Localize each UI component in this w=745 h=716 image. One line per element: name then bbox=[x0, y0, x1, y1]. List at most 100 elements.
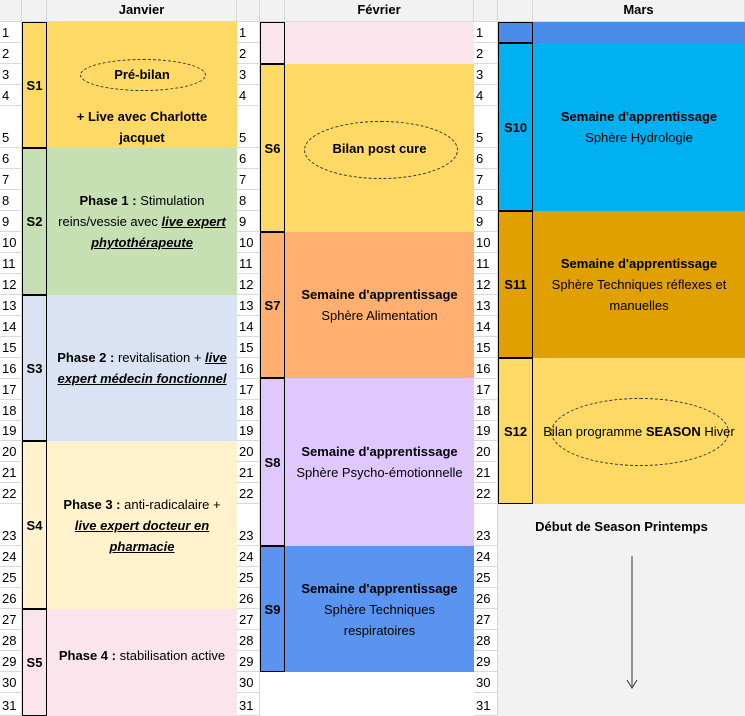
row-number[interactable]: 19 bbox=[237, 421, 260, 441]
row-number[interactable]: 18 bbox=[0, 400, 22, 421]
row-number[interactable]: 9 bbox=[237, 211, 260, 232]
row-number[interactable]: 13 bbox=[474, 295, 498, 316]
row-number[interactable]: 31 bbox=[0, 693, 22, 716]
week-label-s11[interactable]: S11 bbox=[498, 211, 533, 358]
row-number[interactable]: 12 bbox=[474, 274, 498, 295]
row-number[interactable]: 17 bbox=[0, 379, 22, 400]
row-number[interactable]: 27 bbox=[237, 609, 260, 630]
row-number[interactable]: 15 bbox=[0, 337, 22, 358]
row-number[interactable]: 5 bbox=[474, 106, 498, 148]
row-number[interactable]: 6 bbox=[0, 148, 22, 169]
week-label-s4[interactable]: S4 bbox=[22, 441, 47, 609]
row-number[interactable]: 24 bbox=[0, 546, 22, 567]
row-number[interactable]: 15 bbox=[474, 337, 498, 358]
row-number[interactable]: 1 bbox=[237, 22, 260, 43]
row-number[interactable]: 28 bbox=[474, 630, 498, 651]
row-number[interactable]: 21 bbox=[237, 462, 260, 483]
row-number[interactable]: 23 bbox=[237, 504, 260, 546]
header-mars[interactable]: Mars bbox=[533, 0, 745, 22]
row-number[interactable]: 20 bbox=[0, 441, 22, 462]
row-number[interactable]: 19 bbox=[0, 421, 22, 441]
row-number[interactable]: 17 bbox=[474, 379, 498, 400]
row-number[interactable]: 27 bbox=[474, 609, 498, 630]
row-number[interactable]: 20 bbox=[474, 441, 498, 462]
row-number[interactable]: 1 bbox=[474, 22, 498, 43]
s12-cell[interactable]: Bilan programme SEASON Hiver bbox=[533, 358, 745, 504]
row-number[interactable]: 30 bbox=[474, 672, 498, 693]
row-number[interactable]: 8 bbox=[0, 190, 22, 211]
row-number[interactable]: 8 bbox=[237, 190, 260, 211]
row-number[interactable]: 3 bbox=[237, 64, 260, 85]
week-label-s10[interactable]: S10 bbox=[498, 43, 533, 211]
row-number[interactable]: 31 bbox=[474, 693, 498, 716]
week-label-s9[interactable]: S9 bbox=[260, 546, 285, 672]
row-number[interactable]: 24 bbox=[474, 546, 498, 567]
week-label-s7[interactable]: S7 bbox=[260, 232, 285, 378]
row-number[interactable]: 7 bbox=[237, 169, 260, 190]
row-number[interactable]: 29 bbox=[237, 651, 260, 672]
week-label-s8[interactable]: S8 bbox=[260, 378, 285, 546]
row-number[interactable]: 22 bbox=[237, 483, 260, 504]
s11-cell[interactable]: Semaine d'apprentissage Sphère Technique… bbox=[533, 211, 745, 358]
row-number[interactable]: 26 bbox=[474, 588, 498, 609]
mar-top-label[interactable] bbox=[498, 22, 533, 43]
row-number[interactable]: 4 bbox=[237, 85, 260, 106]
row-number[interactable]: 30 bbox=[237, 672, 260, 693]
row-number[interactable]: 5 bbox=[0, 106, 22, 148]
row-number[interactable]: 12 bbox=[0, 274, 22, 295]
s10-cell[interactable]: Semaine d'apprentissage Sphère Hydrologi… bbox=[533, 43, 745, 211]
row-number[interactable]: 16 bbox=[474, 358, 498, 379]
row-number[interactable]: 25 bbox=[237, 567, 260, 588]
row-number[interactable]: 22 bbox=[474, 483, 498, 504]
row-number[interactable]: 25 bbox=[474, 567, 498, 588]
s8-cell[interactable]: Semaine d'apprentissage Sphère Psycho-ém… bbox=[285, 378, 474, 546]
row-number[interactable]: 23 bbox=[474, 504, 498, 546]
row-number[interactable]: 31 bbox=[237, 693, 260, 716]
row-number[interactable]: 13 bbox=[0, 295, 22, 316]
row-number[interactable]: 14 bbox=[0, 316, 22, 337]
row-number[interactable]: 9 bbox=[0, 211, 22, 232]
row-number[interactable]: 26 bbox=[0, 588, 22, 609]
row-number[interactable]: 29 bbox=[0, 651, 22, 672]
feb-top-label[interactable] bbox=[260, 22, 285, 64]
week-label-s6[interactable]: S6 bbox=[260, 64, 285, 232]
s5-cell[interactable]: Phase 4 : stabilisation active bbox=[47, 609, 237, 716]
row-number[interactable]: 9 bbox=[474, 211, 498, 232]
row-number[interactable]: 11 bbox=[0, 253, 22, 274]
row-number[interactable]: 19 bbox=[474, 421, 498, 441]
row-number[interactable]: 28 bbox=[0, 630, 22, 651]
row-number[interactable]: 18 bbox=[474, 400, 498, 421]
row-number[interactable]: 3 bbox=[0, 64, 22, 85]
s4-cell[interactable]: Phase 3 : anti-radicalaire + live expert… bbox=[47, 441, 237, 609]
row-number[interactable]: 25 bbox=[0, 567, 22, 588]
row-number[interactable]: 10 bbox=[237, 232, 260, 253]
row-number[interactable]: 21 bbox=[474, 462, 498, 483]
s9-cell[interactable]: Semaine d'apprentissage Sphère Technique… bbox=[285, 546, 474, 672]
s6-cell[interactable]: Bilan post cure bbox=[285, 64, 474, 232]
s7-cell[interactable]: Semaine d'apprentissage Sphère Alimentat… bbox=[285, 232, 474, 378]
s2-cell[interactable]: Phase 1 : Stimulation reins/vessie avec … bbox=[47, 148, 237, 295]
row-number[interactable]: 23 bbox=[0, 504, 22, 546]
row-number[interactable]: 20 bbox=[237, 441, 260, 462]
row-number[interactable]: 22 bbox=[0, 483, 22, 504]
row-number[interactable]: 8 bbox=[474, 190, 498, 211]
row-number[interactable]: 2 bbox=[0, 43, 22, 64]
row-number[interactable]: 10 bbox=[474, 232, 498, 253]
row-number[interactable]: 10 bbox=[0, 232, 22, 253]
week-label-s5[interactable]: S5 bbox=[22, 609, 47, 716]
row-number[interactable]: 6 bbox=[237, 148, 260, 169]
row-number[interactable]: 14 bbox=[237, 316, 260, 337]
row-number[interactable]: 4 bbox=[0, 85, 22, 106]
row-number[interactable]: 7 bbox=[0, 169, 22, 190]
s1-cell[interactable]: Pré-bilan + Live avec Charlotte jacquet bbox=[47, 22, 237, 148]
row-number[interactable]: 21 bbox=[0, 462, 22, 483]
row-number[interactable]: 1 bbox=[0, 22, 22, 43]
row-number[interactable]: 11 bbox=[474, 253, 498, 274]
header-janvier[interactable]: Janvier bbox=[47, 0, 237, 22]
row-number[interactable]: 14 bbox=[474, 316, 498, 337]
row-number[interactable]: 11 bbox=[237, 253, 260, 274]
row-number[interactable]: 13 bbox=[237, 295, 260, 316]
row-number[interactable]: 7 bbox=[474, 169, 498, 190]
row-number[interactable]: 29 bbox=[474, 651, 498, 672]
row-number[interactable]: 26 bbox=[237, 588, 260, 609]
